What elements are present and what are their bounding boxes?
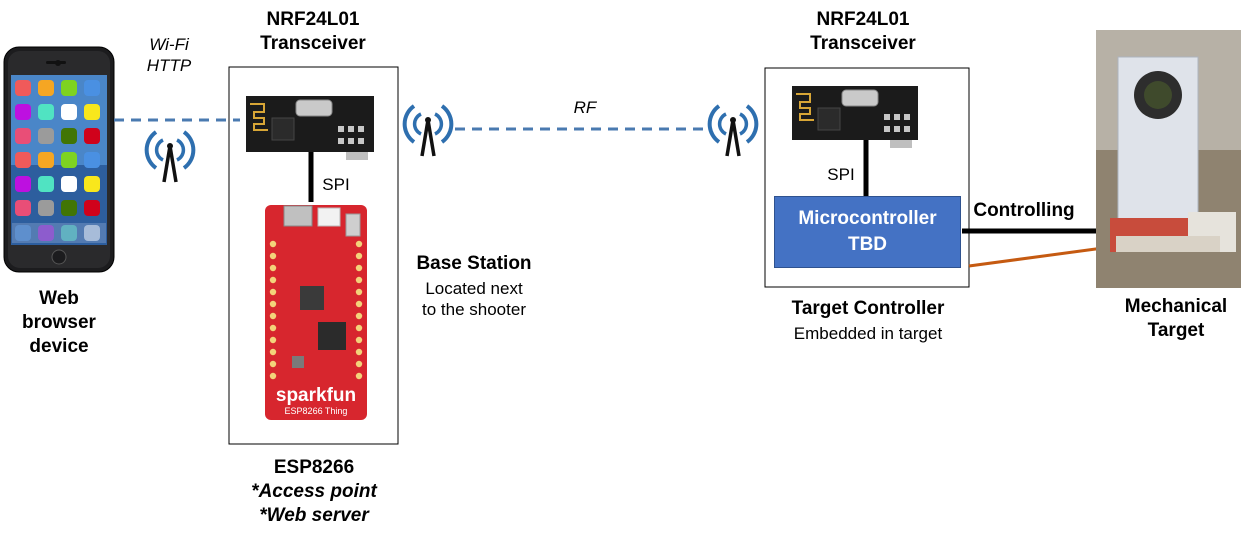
- base-station-label: Base Station Located next to the shooter: [404, 252, 544, 320]
- board-pad: [355, 312, 363, 320]
- app-icon: [38, 104, 54, 120]
- app-icon: [61, 104, 77, 120]
- board-pad: [269, 288, 277, 296]
- board-pad: [269, 348, 277, 356]
- mechanical-target-image: [1096, 30, 1241, 288]
- target-transceiver-title: NRF24L01 Transceiver: [778, 8, 948, 56]
- target-controller-label: Target Controller Embedded in target: [770, 297, 966, 344]
- app-icon: [15, 176, 31, 192]
- phone-label-line-1: Web: [39, 288, 79, 309]
- board-model: ESP8266 Thing: [285, 406, 348, 416]
- target-controller-subtitle: Embedded in target: [793, 323, 943, 343]
- board-pad: [269, 264, 277, 272]
- esp-caption-line-1: *Access point: [251, 480, 377, 502]
- target-transceiver-title-line-2: Transceiver: [810, 32, 916, 54]
- app-icon: [15, 104, 31, 120]
- base-transceiver-title-line-1: NRF24L01: [266, 9, 360, 30]
- target-transceiver-title-line-1: NRF24L01: [816, 9, 910, 30]
- app-icon: [61, 152, 77, 168]
- board-pad: [355, 360, 363, 368]
- antenna-icon-target-rf: [707, 104, 759, 157]
- app-icon: [61, 128, 77, 144]
- board-pad: [269, 312, 277, 320]
- board-brand: sparkfun: [276, 385, 356, 406]
- board-pad: [355, 348, 363, 356]
- app-icon: [61, 176, 77, 192]
- phone-label-line-3: device: [29, 335, 89, 357]
- app-icon: [15, 80, 31, 96]
- base-station-line-1: Located next: [425, 278, 523, 298]
- wifi-label: Wi-Fi HTTP: [128, 34, 210, 77]
- mechanical-target-label: Mechanical Target: [1106, 295, 1246, 343]
- microcontroller-line-2: TBD: [847, 234, 888, 255]
- target-controller-title: Target Controller: [791, 298, 945, 319]
- wifi-label-line-1: Wi-Fi: [149, 35, 189, 54]
- feedback-arrow: [968, 243, 1119, 268]
- target-spi-label: SPI: [827, 165, 855, 184]
- antenna-icon-wifi: [144, 130, 196, 183]
- smartphone-image: [3, 46, 115, 273]
- mechanical-target-line-2: Target: [1147, 319, 1205, 341]
- antenna-icon-base-rf: [402, 104, 454, 157]
- board-pad: [355, 336, 363, 344]
- phone-label-line-2: browser: [22, 311, 96, 333]
- board-pad: [269, 336, 277, 344]
- app-icon: [61, 80, 77, 96]
- app-icon: [84, 104, 100, 120]
- esp8266-board-image: sparkfun ESP8266 Thing: [265, 205, 367, 420]
- app-icon: [84, 200, 100, 216]
- board-pad: [269, 300, 277, 308]
- nrf24l01-module-base: [246, 96, 374, 160]
- app-icon: [38, 200, 54, 216]
- board-pad: [269, 372, 277, 380]
- esp-caption-title: ESP8266: [273, 457, 355, 478]
- board-pad: [269, 276, 277, 284]
- app-icon: [84, 128, 100, 144]
- board-pad: [355, 372, 363, 380]
- board-pad: [269, 360, 277, 368]
- app-icon: [84, 80, 100, 96]
- nrf24l01-module-target: [792, 86, 918, 148]
- app-icon: [38, 128, 54, 144]
- app-icon: [15, 200, 31, 216]
- app-icon: [15, 128, 31, 144]
- board-pad: [355, 324, 363, 332]
- board-pad: [355, 252, 363, 260]
- base-station-box: [228, 66, 399, 445]
- app-icon: [38, 80, 54, 96]
- board-pad: [355, 276, 363, 284]
- base-transceiver-title-line-2: Transceiver: [260, 32, 366, 54]
- base-spi-label: SPI: [322, 175, 350, 194]
- app-icon: [84, 176, 100, 192]
- phone-label: Web browser device: [10, 287, 108, 358]
- target-controller-box: [764, 67, 970, 288]
- board-pad: [269, 324, 277, 332]
- base-transceiver-title: NRF24L01 Transceiver: [228, 8, 398, 56]
- rf-label: RF: [573, 98, 597, 117]
- board-pad: [355, 288, 363, 296]
- controlling-label: Controlling: [973, 200, 1075, 221]
- app-icon: [15, 152, 31, 168]
- base-station-title: Base Station: [416, 253, 532, 274]
- board-pad: [355, 264, 363, 272]
- app-icon: [38, 152, 54, 168]
- board-pad: [269, 252, 277, 260]
- microcontroller-line-1: Microcontroller: [798, 208, 937, 230]
- app-icon: [61, 200, 77, 216]
- board-pad: [355, 240, 363, 248]
- microcontroller-box: Microcontroller TBD: [774, 196, 961, 268]
- mechanical-target-line-1: Mechanical: [1124, 296, 1228, 317]
- app-icon: [84, 152, 100, 168]
- base-station-line-2: to the shooter: [422, 300, 526, 319]
- esp-caption-line-2: *Web server: [259, 504, 369, 526]
- board-pad: [355, 300, 363, 308]
- esp-caption: ESP8266 *Access point *Web server: [224, 456, 404, 527]
- app-icon: [38, 176, 54, 192]
- board-pad: [269, 240, 277, 248]
- wifi-label-line-2: HTTP: [146, 56, 192, 76]
